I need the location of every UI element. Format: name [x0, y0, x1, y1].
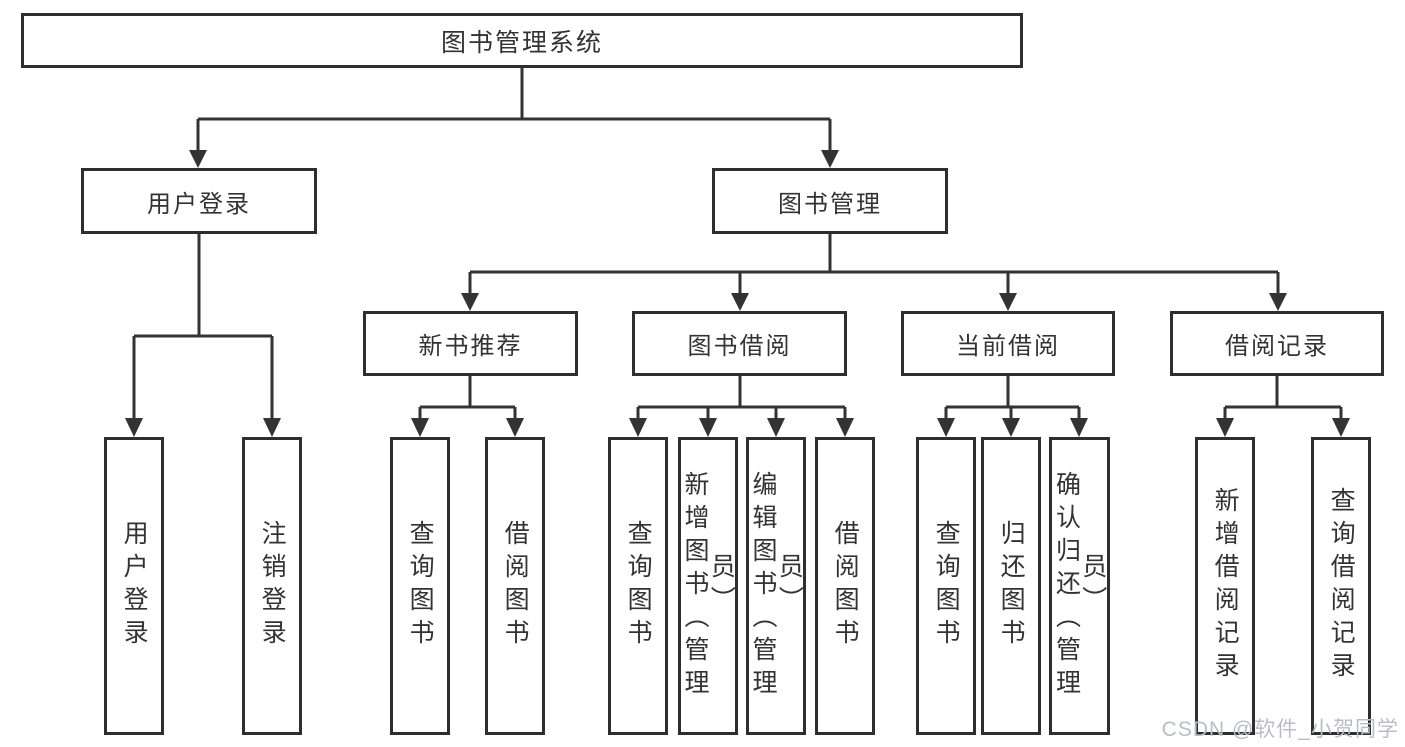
node-leaf-bb-add-books-admin: 新增图书（管理员） — [678, 437, 738, 735]
node-borrowing-records: 借阅记录 — [1170, 311, 1384, 376]
node-leaf-bb-query-books: 查询图书 — [608, 437, 668, 735]
node-leaf-nb-query-books: 查询图书 — [390, 437, 450, 735]
watermark: CSDN @软件_小贺同学 — [1161, 718, 1399, 741]
node-user-login: 用户登录 — [81, 168, 317, 234]
node-leaf-user-login: 用户登录 — [104, 437, 164, 735]
node-current-borrowing: 当前借阅 — [901, 311, 1115, 376]
node-leaf-cb-query-books: 查询图书 — [916, 437, 976, 735]
node-book-management: 图书管理 — [712, 168, 948, 234]
node-leaf-br-add-record: 新增借阅记录 — [1195, 437, 1255, 735]
node-new-book-recommendation: 新书推荐 — [363, 311, 578, 376]
node-leaf-bb-edit-books-admin: 编辑图书（管理员） — [746, 437, 806, 735]
node-root: 图书管理系统 — [21, 13, 1023, 68]
node-leaf-br-query-record: 查询借阅记录 — [1311, 437, 1371, 735]
node-leaf-bb-borrow-books: 借阅图书 — [815, 437, 875, 735]
node-book-borrowing: 图书借阅 — [632, 311, 847, 376]
node-leaf-logout: 注销登录 — [242, 437, 302, 735]
node-leaf-nb-borrow-books: 借阅图书 — [485, 437, 545, 735]
node-leaf-cb-return-books: 归还图书 — [981, 437, 1041, 735]
node-leaf-cb-confirm-return-admin: 确认归还（管理员） — [1049, 437, 1110, 735]
